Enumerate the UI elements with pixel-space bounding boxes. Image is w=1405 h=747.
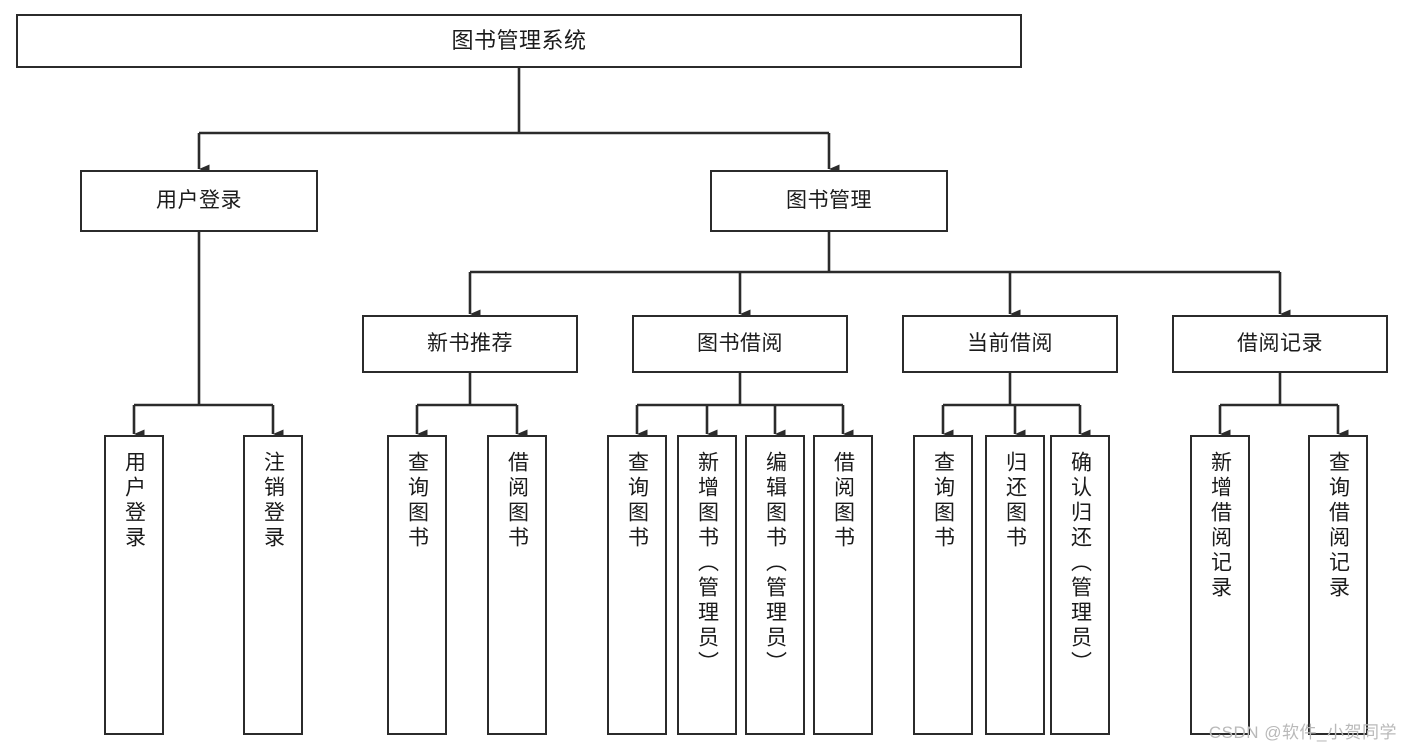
node-leaf-query-book-1[interactable]: 查询图书 [387, 435, 447, 735]
node-leaf-borrow-book-2-label: 借阅图书 [831, 451, 855, 551]
node-leaf-query-record[interactable]: 查询借阅记录 [1308, 435, 1368, 735]
node-root[interactable]: 图书管理系统 [16, 14, 1022, 68]
node-borrow-record[interactable]: 借阅记录 [1172, 315, 1388, 373]
node-leaf-return-book-label: 归还图书 [1003, 451, 1027, 551]
node-leaf-query-book-3[interactable]: 查询图书 [913, 435, 973, 735]
node-leaf-edit-book-label: 编辑图书（管理员） [763, 451, 787, 676]
node-leaf-logout[interactable]: 注销登录 [243, 435, 303, 735]
node-leaf-confirm-return[interactable]: 确认归还（管理员） [1050, 435, 1110, 735]
node-user-login[interactable]: 用户登录 [80, 170, 318, 232]
node-current-borrow[interactable]: 当前借阅 [902, 315, 1118, 373]
node-book-manage-label: 图书管理 [786, 189, 872, 213]
node-leaf-confirm-return-label: 确认归还（管理员） [1068, 451, 1092, 676]
node-leaf-add-book-label: 新增图书（管理员） [695, 451, 719, 676]
node-leaf-query-book-2[interactable]: 查询图书 [607, 435, 667, 735]
node-book-manage[interactable]: 图书管理 [710, 170, 948, 232]
node-leaf-add-book[interactable]: 新增图书（管理员） [677, 435, 737, 735]
node-leaf-return-book[interactable]: 归还图书 [985, 435, 1045, 735]
node-borrow-record-label: 借阅记录 [1237, 332, 1323, 356]
node-leaf-query-book-3-label: 查询图书 [931, 451, 955, 551]
node-leaf-query-book-2-label: 查询图书 [625, 451, 649, 551]
node-current-borrow-label: 当前借阅 [967, 332, 1053, 356]
node-new-book-recommend[interactable]: 新书推荐 [362, 315, 578, 373]
node-root-label: 图书管理系统 [451, 27, 587, 53]
node-user-login-label: 用户登录 [156, 189, 242, 213]
node-leaf-add-record[interactable]: 新增借阅记录 [1190, 435, 1250, 735]
node-leaf-edit-book[interactable]: 编辑图书（管理员） [745, 435, 805, 735]
node-book-borrow[interactable]: 图书借阅 [632, 315, 848, 373]
node-leaf-query-book-1-label: 查询图书 [405, 451, 429, 551]
node-leaf-add-record-label: 新增借阅记录 [1208, 451, 1232, 601]
node-leaf-borrow-book-1[interactable]: 借阅图书 [487, 435, 547, 735]
node-leaf-logout-label: 注销登录 [261, 451, 285, 551]
node-leaf-query-record-label: 查询借阅记录 [1326, 451, 1350, 601]
node-book-borrow-label: 图书借阅 [697, 332, 783, 356]
node-leaf-borrow-book-2[interactable]: 借阅图书 [813, 435, 873, 735]
node-leaf-user-login-label: 用户登录 [122, 451, 146, 551]
node-leaf-user-login[interactable]: 用户登录 [104, 435, 164, 735]
node-leaf-borrow-book-1-label: 借阅图书 [505, 451, 529, 551]
node-new-book-recommend-label: 新书推荐 [427, 332, 513, 356]
